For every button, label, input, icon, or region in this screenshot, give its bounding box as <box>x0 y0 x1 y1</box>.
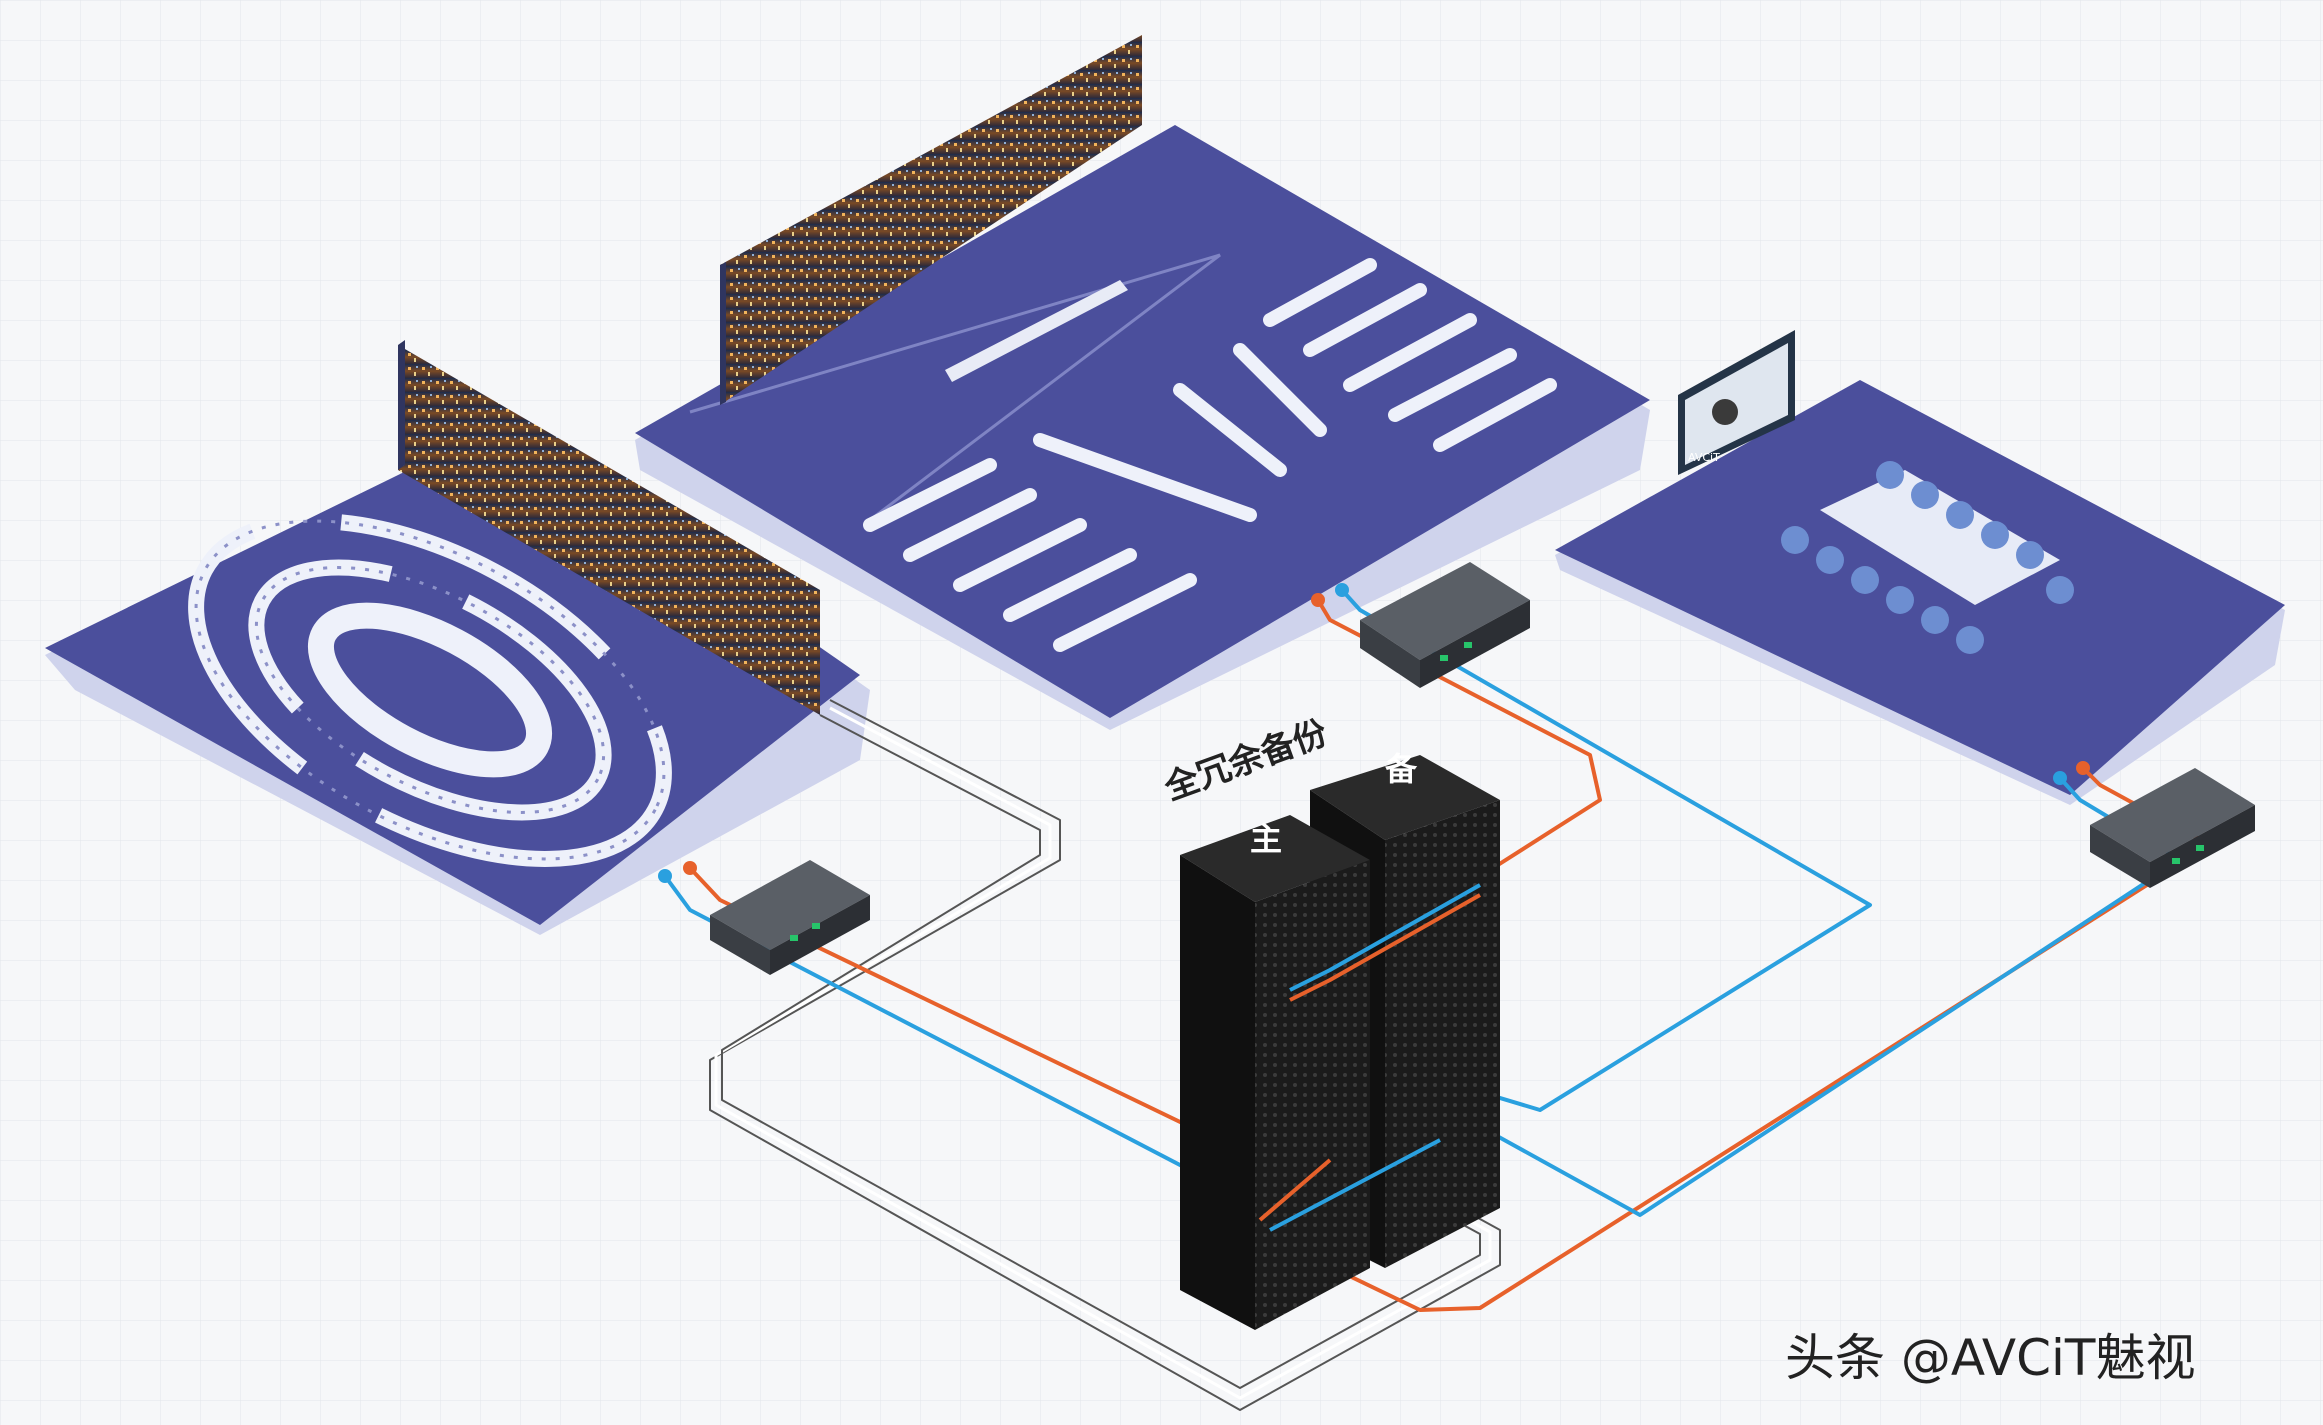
meeting-chairs <box>1781 461 2074 654</box>
video-conference-display: AVCiT <box>1678 330 1795 475</box>
platform-meeting-room-right: AVCiT <box>1555 330 2285 805</box>
podium <box>945 280 1128 382</box>
rack-backup-label: 备 <box>1385 750 1418 788</box>
platform-training-room-center <box>635 35 1650 730</box>
network-switch-left <box>710 860 870 975</box>
oval-seating-rows <box>188 513 672 867</box>
rack-primary-label: 主 <box>1250 820 1282 858</box>
desk-rows <box>863 258 1557 652</box>
network-switch-center <box>1360 562 1530 688</box>
screen-brand-label: AVCiT <box>1688 451 1720 464</box>
led-video-wall-center <box>720 35 1142 405</box>
cable-overlay <box>1258 883 1481 1232</box>
led-video-wall-left <box>398 345 820 715</box>
meeting-table <box>1820 470 2060 605</box>
watermark: 头条 @AVCiT魅视 <box>1785 1329 2196 1387</box>
server-rack-primary: 主 <box>1180 815 1370 1330</box>
network-switch-right <box>2090 768 2255 888</box>
platform-conference-hall-left <box>45 340 870 935</box>
